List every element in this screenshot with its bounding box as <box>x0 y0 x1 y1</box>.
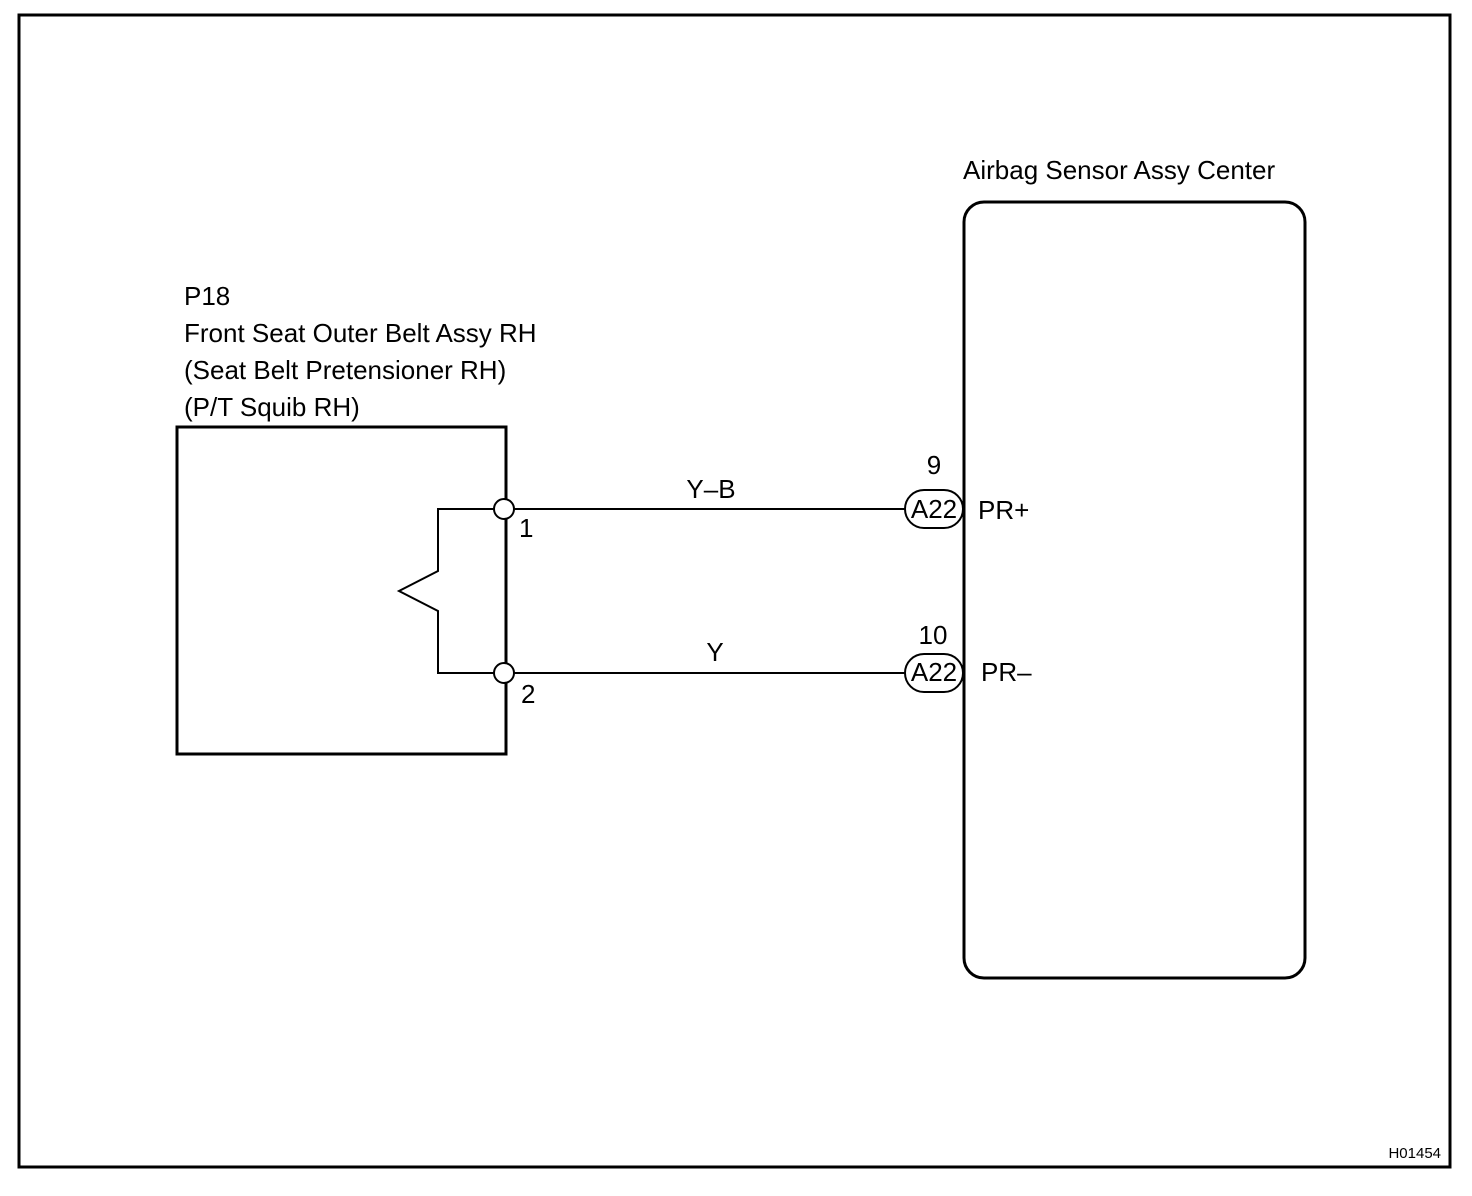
diagram-frame <box>17 13 1452 1169</box>
connector-code-1: A22 <box>911 494 957 524</box>
wire-color-label-2: Y <box>706 637 723 667</box>
left-component-name-line-2: (Seat Belt Pretensioner RH) <box>184 355 506 385</box>
terminal-pr-plus: PR+ <box>978 495 1029 525</box>
left-component-code: P18 <box>184 281 230 311</box>
pin-2-label: 2 <box>521 679 535 709</box>
pin-1-label: 1 <box>519 513 533 543</box>
connector-pin-number-9: 9 <box>927 450 941 480</box>
terminal-pr-minus: PR– <box>981 657 1032 687</box>
pin-1-terminal <box>493 498 515 520</box>
right-component-name: Airbag Sensor Assy Center <box>963 155 1275 185</box>
left-component-name-line-1: Front Seat Outer Belt Assy RH <box>184 318 537 348</box>
left-component-name-line-3: (P/T Squib RH) <box>184 392 360 422</box>
wire-color-label-1: Y–B <box>686 474 735 504</box>
left-component-box <box>175 425 508 756</box>
squib-element-symbol <box>396 508 494 674</box>
drawing-code: H01454 <box>1388 1145 1441 1162</box>
connector-code-2: A22 <box>911 657 957 687</box>
connector-pin-number-10: 10 <box>919 620 948 650</box>
pin-2-terminal <box>493 662 515 684</box>
right-component-box <box>962 200 1307 980</box>
